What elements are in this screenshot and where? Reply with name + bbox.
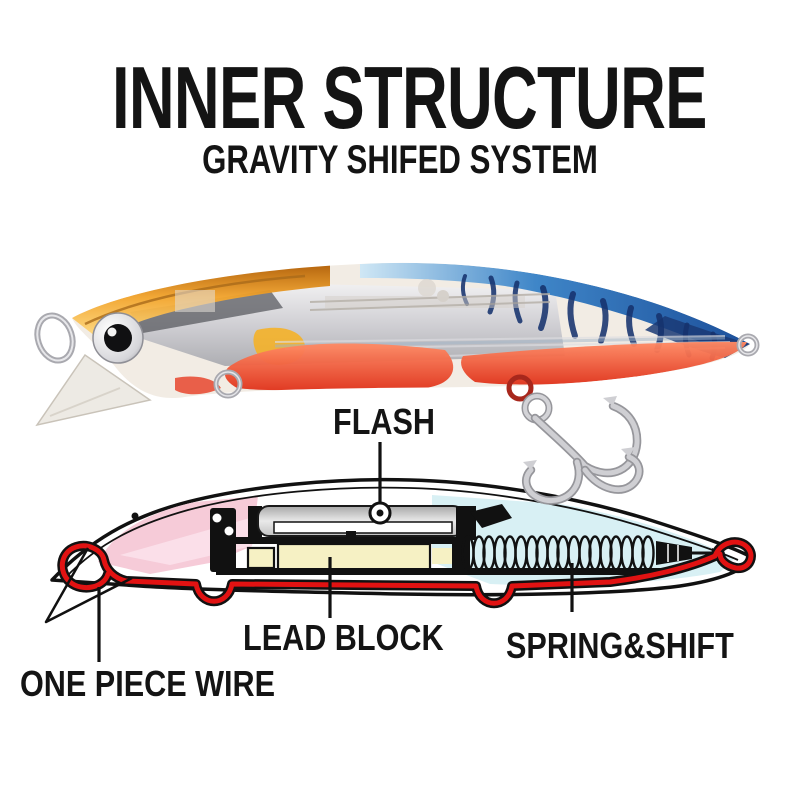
inner-structure-diagram xyxy=(44,442,756,662)
page-subtitle: GRAVITY SHIFED SYSTEM xyxy=(202,138,598,182)
page-title: INNER STRUCTURE xyxy=(112,48,707,147)
flash-screw xyxy=(368,501,392,525)
one-piece-wire-path xyxy=(57,537,756,609)
label-flash: FLASH xyxy=(333,401,435,442)
tail-ring xyxy=(736,333,760,357)
holographic-band xyxy=(274,335,731,357)
belly-hook-ring xyxy=(213,369,243,399)
flash-plate xyxy=(248,505,476,540)
tiger-stripes xyxy=(460,274,718,361)
label-one-piece-wire: ONE PIECE WIRE xyxy=(20,663,276,704)
shift-weight-cone xyxy=(656,541,722,565)
inner-wall-line xyxy=(64,486,739,579)
spring-coil xyxy=(452,535,655,571)
lead-block xyxy=(246,542,466,572)
lure-eye xyxy=(92,312,144,364)
diagram-bill-outline xyxy=(44,547,133,624)
leader-lines xyxy=(97,442,574,662)
label-lead-block: LEAD BLOCK xyxy=(243,617,444,658)
line-tie-ring xyxy=(34,312,76,364)
internal-mechanism xyxy=(175,279,551,312)
rear-hook-hanger xyxy=(506,374,534,402)
label-spring-shift: SPRING&SHIFT xyxy=(506,625,734,666)
